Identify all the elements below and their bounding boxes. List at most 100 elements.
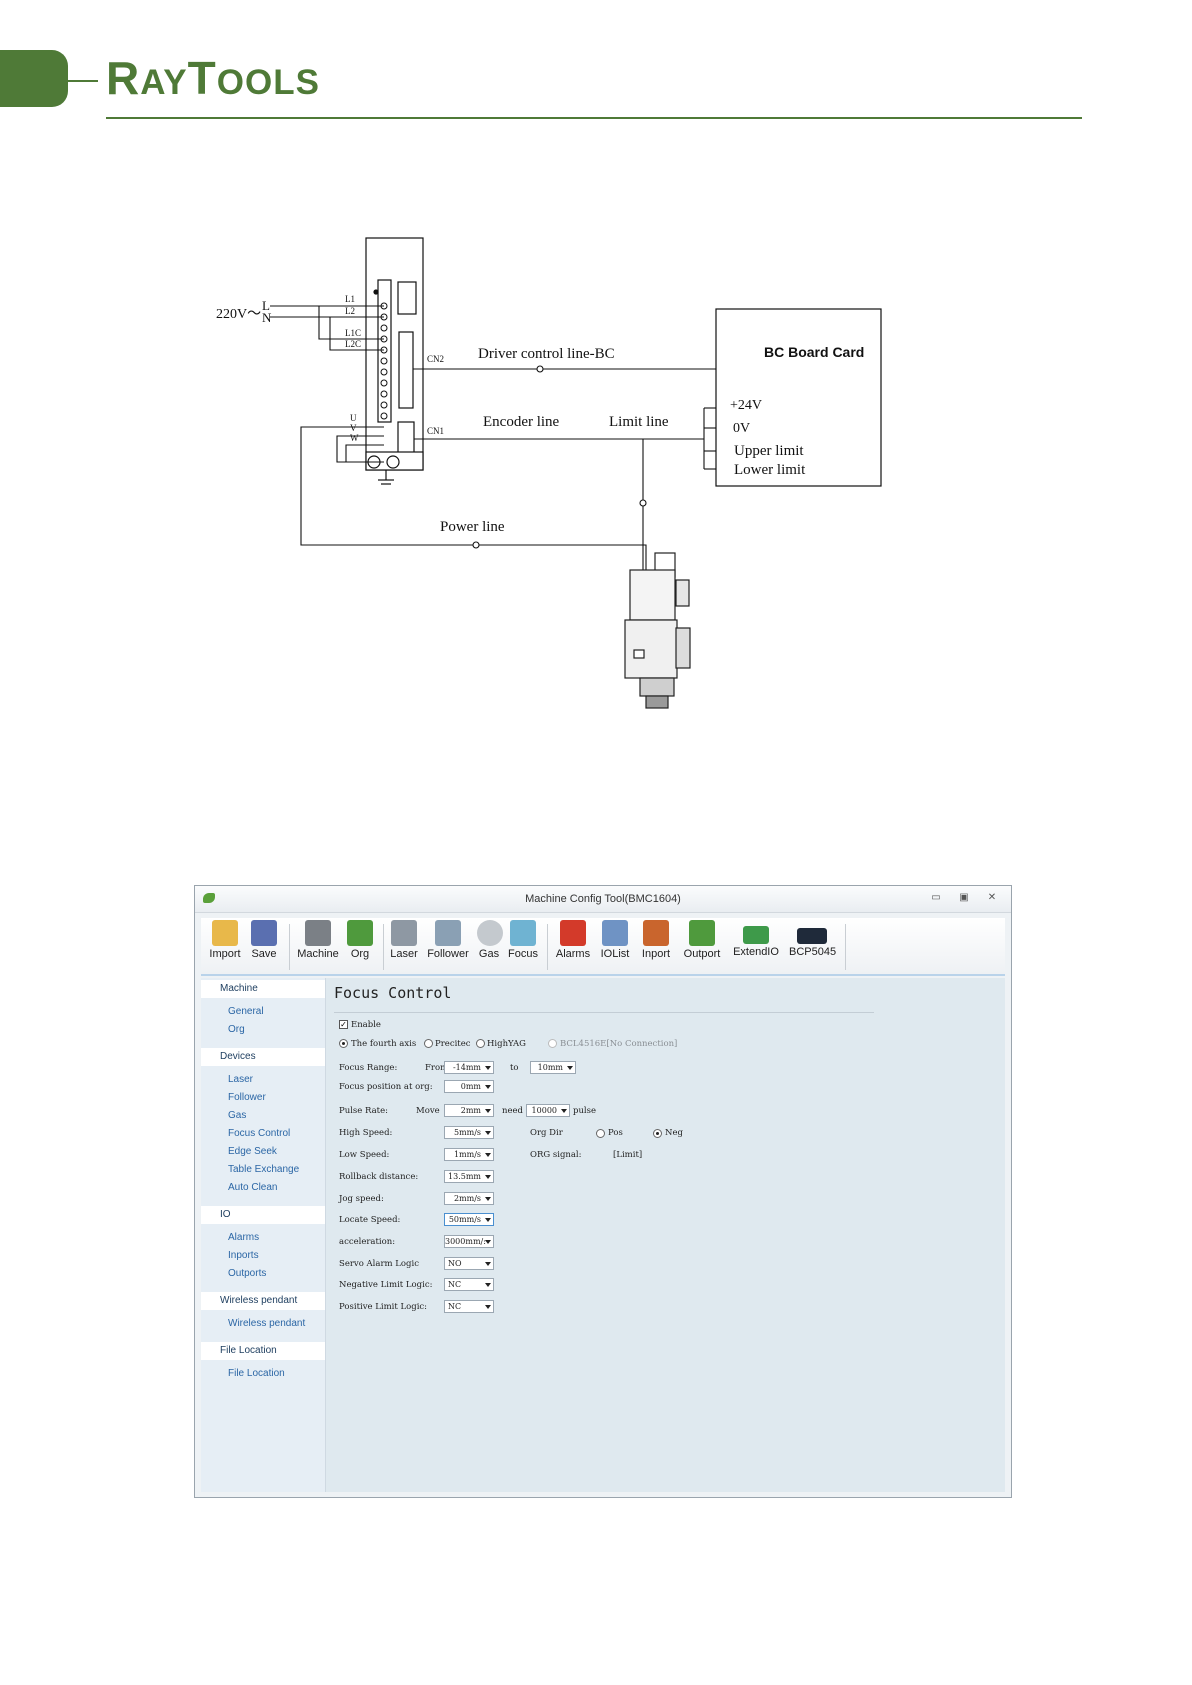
board-title: BC Board Card bbox=[764, 344, 864, 360]
rollback-select[interactable]: 13.5mm bbox=[444, 1170, 494, 1183]
chevron-down-icon bbox=[559, 1106, 568, 1115]
servo-alarm-select[interactable]: NO bbox=[444, 1257, 494, 1270]
cn2-label: CN2 bbox=[427, 354, 444, 364]
focus-range-label: Focus Range: bbox=[339, 1063, 398, 1073]
sidebar-item-auto-clean[interactable]: Auto Clean bbox=[228, 1182, 278, 1193]
pin-lower-label: Lower limit bbox=[734, 462, 806, 478]
negative-limit-value: NC bbox=[448, 1280, 462, 1289]
toolbar-import-button[interactable]: Import bbox=[207, 920, 243, 960]
sidebar-item-outports[interactable]: Outports bbox=[228, 1268, 267, 1279]
acceleration-select[interactable]: 3000mm/: bbox=[444, 1235, 494, 1248]
axis-highyag-radio[interactable] bbox=[476, 1039, 485, 1048]
pulse-move-select[interactable]: 2mm bbox=[444, 1104, 494, 1117]
org-signal-value: [Limit] bbox=[613, 1150, 643, 1160]
app-leaf-icon bbox=[203, 893, 215, 903]
need-label: need bbox=[502, 1106, 523, 1116]
raytools-logo: RAYTOOLS bbox=[106, 55, 320, 101]
toolbar-gas-button[interactable]: Gas bbox=[477, 920, 503, 960]
servo-driver bbox=[365, 237, 424, 485]
sidebar-section-file-location[interactable]: File Location bbox=[201, 1342, 325, 1360]
toolbar-save-button[interactable]: Save bbox=[249, 920, 279, 960]
toolbar-label: Focus bbox=[508, 948, 538, 960]
chevron-down-icon bbox=[483, 1259, 492, 1268]
chevron-down-icon bbox=[483, 1302, 492, 1311]
diagram-labels: 220V～ L N L1 L2 L1C L2C U V W CN2 CN1 Dr… bbox=[216, 294, 864, 535]
low-speed-label: Low Speed: bbox=[339, 1150, 390, 1160]
limit-line-label: Limit line bbox=[609, 414, 669, 430]
toolbar-extendio-button[interactable]: ExtendIO bbox=[733, 920, 779, 958]
sidebar-section-wireless-pendant[interactable]: Wireless pendant bbox=[201, 1292, 325, 1310]
jog-speed-label: Jog speed: bbox=[339, 1194, 384, 1204]
org-dir-neg-radio[interactable] bbox=[653, 1129, 662, 1138]
acceleration-value: 3000mm/: bbox=[445, 1237, 486, 1246]
positive-limit-select[interactable]: NC bbox=[444, 1300, 494, 1313]
sidebar-item-table-exchange[interactable]: Table Exchange bbox=[228, 1164, 300, 1175]
sidebar-item-gas[interactable]: Gas bbox=[228, 1110, 247, 1121]
jog-speed-select[interactable]: 2mm/s bbox=[444, 1192, 494, 1205]
need-value: 10000 bbox=[531, 1106, 557, 1115]
maximize-icon[interactable]: ▣ bbox=[959, 892, 969, 903]
chevron-down-icon bbox=[483, 1150, 492, 1159]
to-value: 10mm bbox=[537, 1063, 563, 1072]
toolbar-focus-button[interactable]: Focus bbox=[507, 920, 539, 960]
sidebar-item-file-location[interactable]: File Location bbox=[228, 1368, 285, 1379]
motor-wires bbox=[300, 426, 647, 570]
toolbar-outport-button[interactable]: Outport bbox=[681, 920, 723, 960]
sidebar-item-edge-seek[interactable]: Edge Seek bbox=[228, 1146, 277, 1157]
sidebar-section-io[interactable]: IO bbox=[201, 1206, 325, 1224]
chevron-down-icon bbox=[483, 1106, 492, 1115]
sidebar-section-machine[interactable]: Machine bbox=[201, 980, 325, 998]
axis-bcl-radio[interactable] bbox=[548, 1039, 557, 1048]
supply-n-label: N bbox=[262, 310, 272, 325]
toolbar-bcp5045-button[interactable]: BCP5045 bbox=[789, 920, 836, 958]
follower-controller-icon bbox=[435, 920, 461, 946]
driver-line-label: Driver control line-BC bbox=[478, 346, 615, 362]
toolbar-label: Save bbox=[251, 948, 277, 960]
sidebar-item-general[interactable]: General bbox=[228, 1006, 264, 1017]
axis-fourth-radio[interactable] bbox=[339, 1039, 348, 1048]
minimize-icon[interactable]: ▭ bbox=[931, 892, 941, 903]
negative-limit-select[interactable]: NC bbox=[444, 1278, 494, 1291]
locate-speed-select[interactable]: 50mm/s bbox=[444, 1213, 494, 1226]
chevron-down-icon bbox=[483, 1082, 492, 1091]
org-dir-pos-radio[interactable] bbox=[596, 1129, 605, 1138]
floppy-disk-icon bbox=[251, 920, 277, 946]
pulse-label: pulse bbox=[573, 1106, 597, 1116]
term-w-label: W bbox=[350, 433, 359, 443]
enable-checkbox[interactable]: ✓ bbox=[339, 1020, 348, 1029]
window-titlebar: Machine Config Tool(BMC1604) ▭ ▣ ✕ bbox=[195, 886, 1011, 913]
toolbar-alarms-button[interactable]: Alarms bbox=[555, 920, 591, 960]
positive-limit-label: Positive Limit Logic: bbox=[339, 1302, 428, 1312]
close-icon[interactable]: ✕ bbox=[987, 892, 997, 903]
sidebar-item-focus-control[interactable]: Focus Control bbox=[228, 1128, 291, 1139]
low-speed-select[interactable]: 1mm/s bbox=[444, 1148, 494, 1161]
focus-range-to-select[interactable]: 10mm bbox=[530, 1061, 576, 1074]
toolbar-machine-button[interactable]: Machine bbox=[297, 920, 339, 960]
toolbar-iolist-button[interactable]: IOList bbox=[599, 920, 631, 960]
sidebar-item-alarms[interactable]: Alarms bbox=[228, 1232, 260, 1243]
bc-board-card bbox=[715, 308, 882, 487]
sidebar-item-laser[interactable]: Laser bbox=[228, 1074, 254, 1085]
sidebar-item-org[interactable]: Org bbox=[228, 1024, 245, 1035]
sidebar-section-devices[interactable]: Devices bbox=[201, 1048, 325, 1066]
toolbar-inport-button[interactable]: Inport bbox=[639, 920, 673, 960]
to-label: to bbox=[510, 1063, 519, 1073]
sidebar-item-follower[interactable]: Follower bbox=[228, 1092, 266, 1103]
toolbar-org-button[interactable]: Org bbox=[347, 920, 373, 960]
toolbar-follower-button[interactable]: Follower bbox=[427, 920, 469, 960]
pressure-gauge-icon bbox=[477, 920, 503, 946]
sidebar-item-inports[interactable]: Inports bbox=[228, 1250, 259, 1261]
pulse-need-select[interactable]: 10000 bbox=[526, 1104, 570, 1117]
from-label: From bbox=[425, 1063, 449, 1073]
header-rule bbox=[106, 117, 1082, 119]
toolbar-laser-button[interactable]: Laser bbox=[389, 920, 419, 960]
high-speed-select[interactable]: 5mm/s bbox=[444, 1126, 494, 1139]
pin-upper-label: Upper limit bbox=[734, 443, 804, 459]
focus-range-from-select[interactable]: -14mm bbox=[444, 1061, 494, 1074]
axis-precitec-radio[interactable] bbox=[424, 1039, 433, 1048]
sidebar-item-wireless-pendant[interactable]: Wireless pendant bbox=[228, 1318, 306, 1329]
title-rule bbox=[334, 1012, 874, 1013]
org-signal-label: ORG signal: bbox=[530, 1150, 582, 1160]
focus-position-select[interactable]: 0mm bbox=[444, 1080, 494, 1093]
axis-fourth-label: The fourth axis bbox=[351, 1039, 417, 1049]
